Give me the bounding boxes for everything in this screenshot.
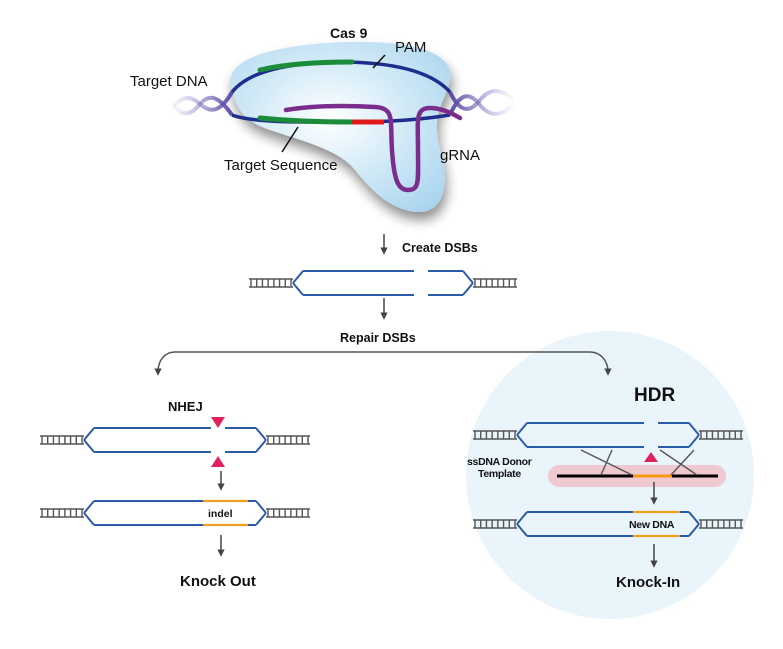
strand-bottom <box>516 434 700 448</box>
strand-top <box>83 427 267 441</box>
knock-out-label: Knock Out <box>180 573 256 590</box>
dna-ladder <box>249 278 293 288</box>
cas9-label: Cas 9 <box>330 25 368 41</box>
hdr-dna-new <box>473 510 743 538</box>
hdr-title: HDR <box>634 385 675 406</box>
strand-bottom <box>83 512 267 527</box>
dna-ladder <box>473 430 517 440</box>
cut-marker-bottom <box>211 456 225 467</box>
dna-ladder <box>266 435 310 445</box>
branch-arrow-right <box>380 351 612 376</box>
nhej-title: NHEJ <box>168 399 203 414</box>
target-dna-label: Target DNA <box>130 73 208 90</box>
indel-label: indel <box>208 508 233 520</box>
hdr-dna-cut <box>473 422 743 448</box>
pam-label: PAM <box>395 39 426 56</box>
nhej-dna-cut <box>40 427 310 453</box>
strand-top <box>83 499 267 514</box>
dna-ladder <box>473 519 517 529</box>
strand-bottom <box>516 523 700 538</box>
strand-top <box>516 422 700 436</box>
new-dna-label: New DNA <box>629 519 675 531</box>
target-segment-bottom <box>257 115 355 125</box>
branch-arrow-left <box>154 351 380 376</box>
repair-dsbs-label: Repair DSBs <box>340 331 416 345</box>
grna-strand <box>283 103 463 193</box>
strand-bottom <box>292 282 474 296</box>
strand-top <box>516 510 700 525</box>
dna-helix-left <box>168 90 234 117</box>
grna-label: gRNA <box>440 147 480 164</box>
strand-top <box>292 270 474 284</box>
create-dsbs-label: Create DSBs <box>402 241 478 255</box>
pam-leader <box>372 54 386 69</box>
hdr-cut-marker <box>644 452 658 462</box>
donor-label-line1: ssDNA Donor <box>467 456 532 468</box>
target-sequence-label: Target Sequence <box>224 157 337 174</box>
cut-marker-top <box>211 417 225 428</box>
target-seq-leader <box>281 126 299 153</box>
knock-in-label: Knock-In <box>616 574 680 591</box>
dna-ladder <box>699 519 743 529</box>
donor-label-line2: Template <box>478 468 521 480</box>
dna-ladder <box>40 508 84 518</box>
cas9-complex: Cas 9 PAM Target DNA Target Sequence gRN… <box>130 25 517 212</box>
dna-ladder <box>266 508 310 518</box>
strand-bottom <box>83 439 267 453</box>
dna-ladder <box>473 278 517 288</box>
dna-ladder <box>699 430 743 440</box>
nhej-dna-indel <box>40 499 310 527</box>
dna-helix-right <box>448 89 517 116</box>
dsb-dna <box>249 270 517 296</box>
target-segment-top <box>257 59 355 73</box>
crossover-lines <box>580 449 698 476</box>
dna-ladder <box>40 435 84 445</box>
